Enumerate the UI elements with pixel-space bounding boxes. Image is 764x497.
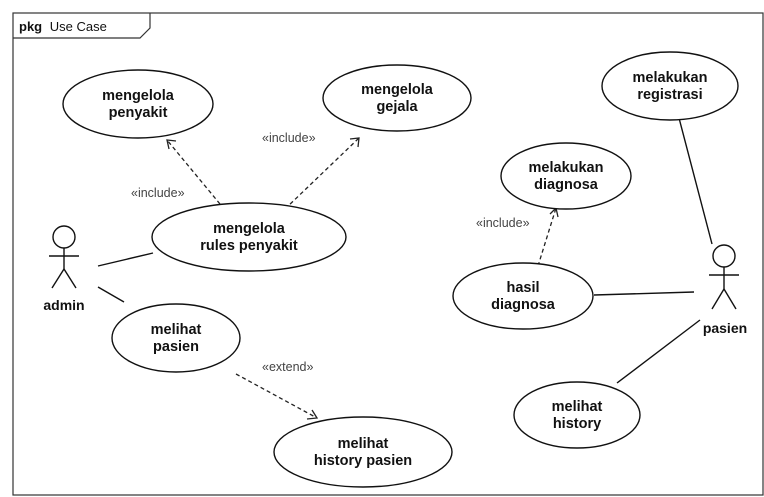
dependencies bbox=[166, 137, 559, 420]
use-case-mengelola-rules-penyakit[interactable]: mengelola rules penyakit bbox=[151, 202, 347, 272]
include-arrow-diagnosa bbox=[537, 206, 559, 267]
extend-label-history: «extend» bbox=[262, 360, 313, 374]
use-case-mengelola-penyakit[interactable]: mengelola penyakit bbox=[62, 69, 214, 139]
use-case-label: melihat bbox=[552, 399, 603, 415]
actor-figure-icon bbox=[709, 244, 739, 310]
use-case-label: mengelola bbox=[361, 82, 434, 98]
use-case-melihat-history-pasien[interactable]: melihat history pasien bbox=[273, 416, 453, 488]
use-case-label: mengelola bbox=[213, 221, 286, 237]
actor-label: pasien bbox=[703, 320, 747, 336]
include-label-penyakit: «include» bbox=[131, 186, 185, 200]
assoc-pasien-hasil bbox=[593, 291, 695, 296]
package-frame: pkg Use Case bbox=[12, 12, 764, 496]
use-case-label: history pasien bbox=[314, 453, 412, 469]
use-case-label: gejala bbox=[376, 99, 418, 115]
use-case-label: mengelola bbox=[102, 88, 175, 104]
assoc-admin-rules bbox=[97, 252, 154, 267]
actor-label: admin bbox=[43, 297, 84, 313]
use-case-label: rules penyakit bbox=[200, 238, 298, 254]
package-keyword: pkg bbox=[19, 19, 42, 34]
use-case-melakukan-diagnosa[interactable]: melakukan diagnosa bbox=[500, 142, 632, 210]
use-case-mengelola-gejala[interactable]: mengelola gejala bbox=[322, 64, 472, 132]
include-arrow-gejala bbox=[284, 137, 360, 210]
associations bbox=[97, 117, 713, 384]
use-case-label: registrasi bbox=[637, 87, 702, 103]
include-arrow-penyakit bbox=[166, 139, 221, 205]
use-case-label: melakukan bbox=[529, 160, 604, 176]
package-name: Use Case bbox=[50, 19, 107, 34]
use-case-label: history bbox=[553, 416, 601, 432]
assoc-pasien-history bbox=[616, 319, 701, 384]
use-case-label: diagnosa bbox=[534, 177, 599, 193]
include-label-diagnosa: «include» bbox=[476, 216, 530, 230]
use-case-label: melihat bbox=[338, 436, 389, 452]
use-case-melihat-history[interactable]: melihat history bbox=[513, 381, 641, 449]
actor-pasien[interactable]: pasien bbox=[703, 244, 747, 336]
use-case-label: melihat bbox=[151, 322, 202, 338]
include-label-gejala: «include» bbox=[262, 131, 316, 145]
assoc-admin-pasien bbox=[97, 286, 125, 303]
use-case-hasil-diagnosa[interactable]: hasil diagnosa bbox=[452, 262, 594, 330]
use-case-melihat-pasien[interactable]: melihat pasien bbox=[111, 303, 241, 373]
use-case-label: pasien bbox=[153, 339, 199, 355]
use-case-label: diagnosa bbox=[491, 297, 556, 313]
use-case-label: melakukan bbox=[633, 70, 708, 86]
use-case-label: penyakit bbox=[109, 105, 168, 121]
extend-arrow-history bbox=[235, 373, 319, 420]
assoc-pasien-registrasi bbox=[678, 117, 713, 245]
use-case-melakukan-registrasi[interactable]: melakukan registrasi bbox=[601, 51, 739, 121]
actor-figure-icon bbox=[49, 225, 79, 289]
actor-admin[interactable]: admin bbox=[43, 225, 85, 313]
use-case-label: hasil bbox=[506, 280, 539, 296]
package-label: pkg Use Case bbox=[19, 19, 107, 34]
